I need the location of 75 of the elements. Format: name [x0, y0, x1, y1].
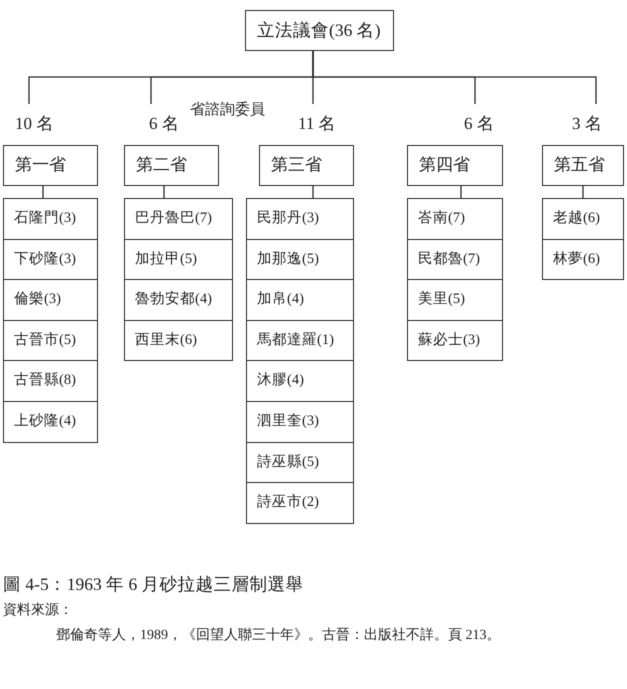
province-box [259, 145, 354, 186]
annotation-text: 省諮詢委員 [190, 101, 265, 120]
connector-line [582, 186, 584, 198]
province-name: 第三省 [271, 155, 322, 176]
district-box [246, 442, 354, 484]
council-title: 立法議會(36 名) [257, 20, 381, 41]
district-box [3, 279, 98, 321]
seat-count: 10 名 [15, 114, 54, 134]
seat-count: 3 名 [572, 114, 602, 134]
district-name: 美里(5) [418, 291, 465, 309]
district-name: 沐膠(4) [257, 372, 304, 390]
district-name: 倫樂(3) [14, 291, 61, 309]
province-box [542, 145, 624, 186]
district-box [542, 198, 624, 240]
district-name: 老越(6) [553, 210, 600, 228]
district-box [407, 320, 503, 362]
district-name: 加帛(4) [257, 291, 304, 309]
province-name: 第一省 [15, 155, 66, 176]
district-name: 泗里奎(3) [257, 413, 319, 430]
district-box [246, 198, 354, 240]
district-box [246, 320, 354, 362]
district-box [124, 279, 233, 321]
province-name: 第二省 [136, 155, 187, 176]
seat-count: 6 名 [149, 114, 179, 134]
province-name: 第五省 [554, 155, 605, 176]
district-box [407, 238, 503, 280]
province-name: 第四省 [419, 155, 470, 176]
district-box [3, 198, 98, 240]
district-box [3, 320, 98, 362]
district-name: 加拉甲(5) [135, 250, 197, 268]
district-name: 林夢(6) [553, 250, 600, 268]
district-name: 上砂隆(4) [14, 413, 76, 430]
district-box [124, 238, 233, 280]
district-box [246, 279, 354, 321]
district-name: 民那丹(3) [257, 210, 319, 228]
district-name: 馬都達羅(1) [257, 332, 334, 350]
seat-count: 11 名 [298, 114, 336, 134]
district-name: 民都魯(7) [418, 250, 480, 268]
district-name: 魯勃安都(4) [135, 291, 212, 309]
connector-line [460, 186, 462, 198]
district-name: 加那逸(5) [257, 250, 319, 268]
source-citation: 鄧倫奇等人，1989，《回望人聯三十年》。古晉：出版社不詳。頁 213。 [56, 627, 500, 644]
district-box [124, 198, 233, 240]
district-box [542, 238, 624, 280]
source-heading: 資料來源： [3, 602, 73, 620]
council-box [245, 10, 394, 51]
province-box [124, 145, 219, 186]
district-box [246, 401, 354, 443]
connector-line [312, 186, 314, 198]
connector-line [163, 186, 165, 198]
seat-count: 6 名 [464, 114, 494, 134]
district-name: 蘇必士(3) [418, 332, 480, 350]
connector-line [42, 186, 44, 198]
district-box [3, 360, 98, 402]
district-name: 西里末(6) [135, 332, 197, 350]
province-box [407, 145, 503, 186]
district-name: 巴丹魯巴(7) [135, 210, 212, 228]
district-box [3, 238, 98, 280]
figure-caption: 圖 4-5：1963 年 6 月砂拉越三層制選舉 [3, 574, 304, 596]
province-box [3, 145, 98, 186]
district-name: 詩巫縣(5) [257, 454, 319, 472]
district-box [246, 238, 354, 280]
district-box [407, 198, 503, 240]
district-name: 石隆門(3) [14, 210, 76, 228]
connector-line [312, 51, 597, 104]
district-name: 詩巫市(2) [257, 494, 319, 512]
district-box [246, 482, 354, 524]
district-box [407, 279, 503, 321]
district-box [124, 320, 233, 362]
district-name: 峇南(7) [418, 210, 465, 228]
district-name: 古晉縣(8) [14, 372, 76, 390]
district-box [246, 360, 354, 402]
district-name: 下砂隆(3) [14, 250, 76, 268]
district-box [3, 401, 98, 443]
district-name: 古晉市(5) [14, 332, 76, 350]
